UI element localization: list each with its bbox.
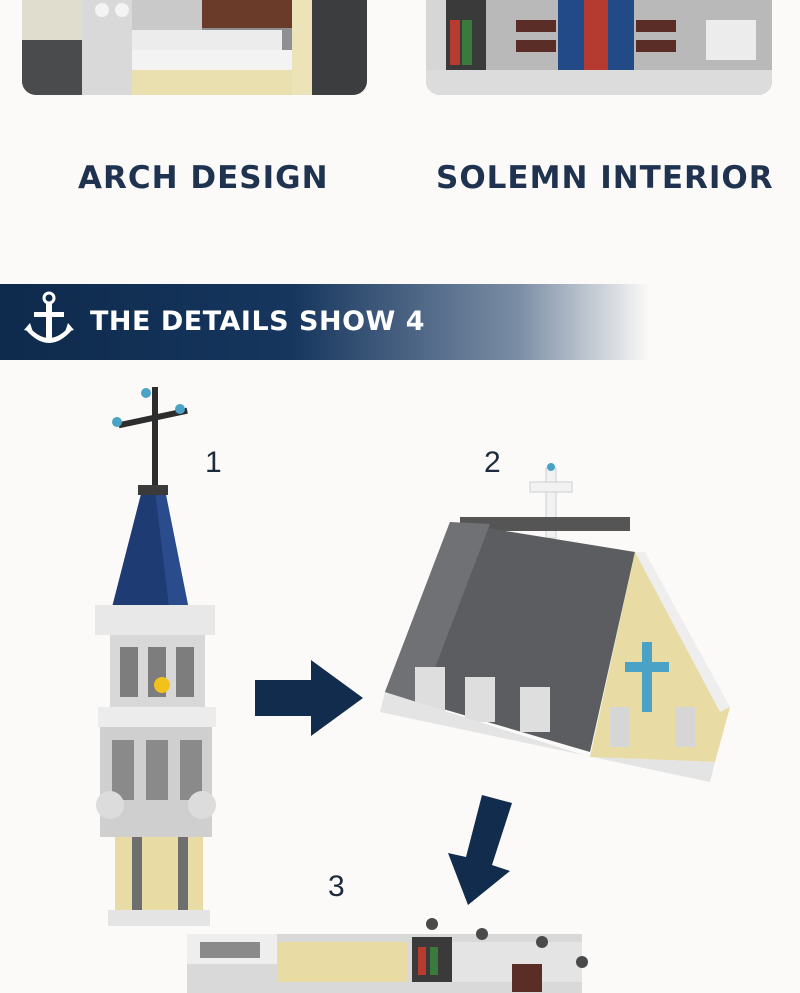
arrow-down-icon [448, 795, 512, 905]
arch-design-caption: ARCH DESIGN [78, 160, 329, 196]
arrow-right-icon [255, 660, 363, 736]
step-number-1: 1 [205, 446, 222, 479]
solemn-interior-caption: SOLEMN INTERIOR [436, 160, 774, 196]
solemn-interior-photo [426, 0, 772, 95]
church-roof-model [380, 463, 730, 782]
details-banner: THE DETAILS SHOW 4 [0, 284, 650, 360]
bell-tower-model [95, 387, 216, 926]
step-number-3: 3 [328, 870, 345, 903]
anchor-icon [24, 291, 74, 343]
church-base-model [187, 918, 588, 993]
arch-stairs-image [22, 0, 367, 95]
arch-design-photo [22, 0, 367, 95]
interior-aisle-image [426, 0, 772, 95]
details-title: THE DETAILS SHOW 4 [90, 306, 425, 337]
step-number-2: 2 [484, 446, 501, 479]
